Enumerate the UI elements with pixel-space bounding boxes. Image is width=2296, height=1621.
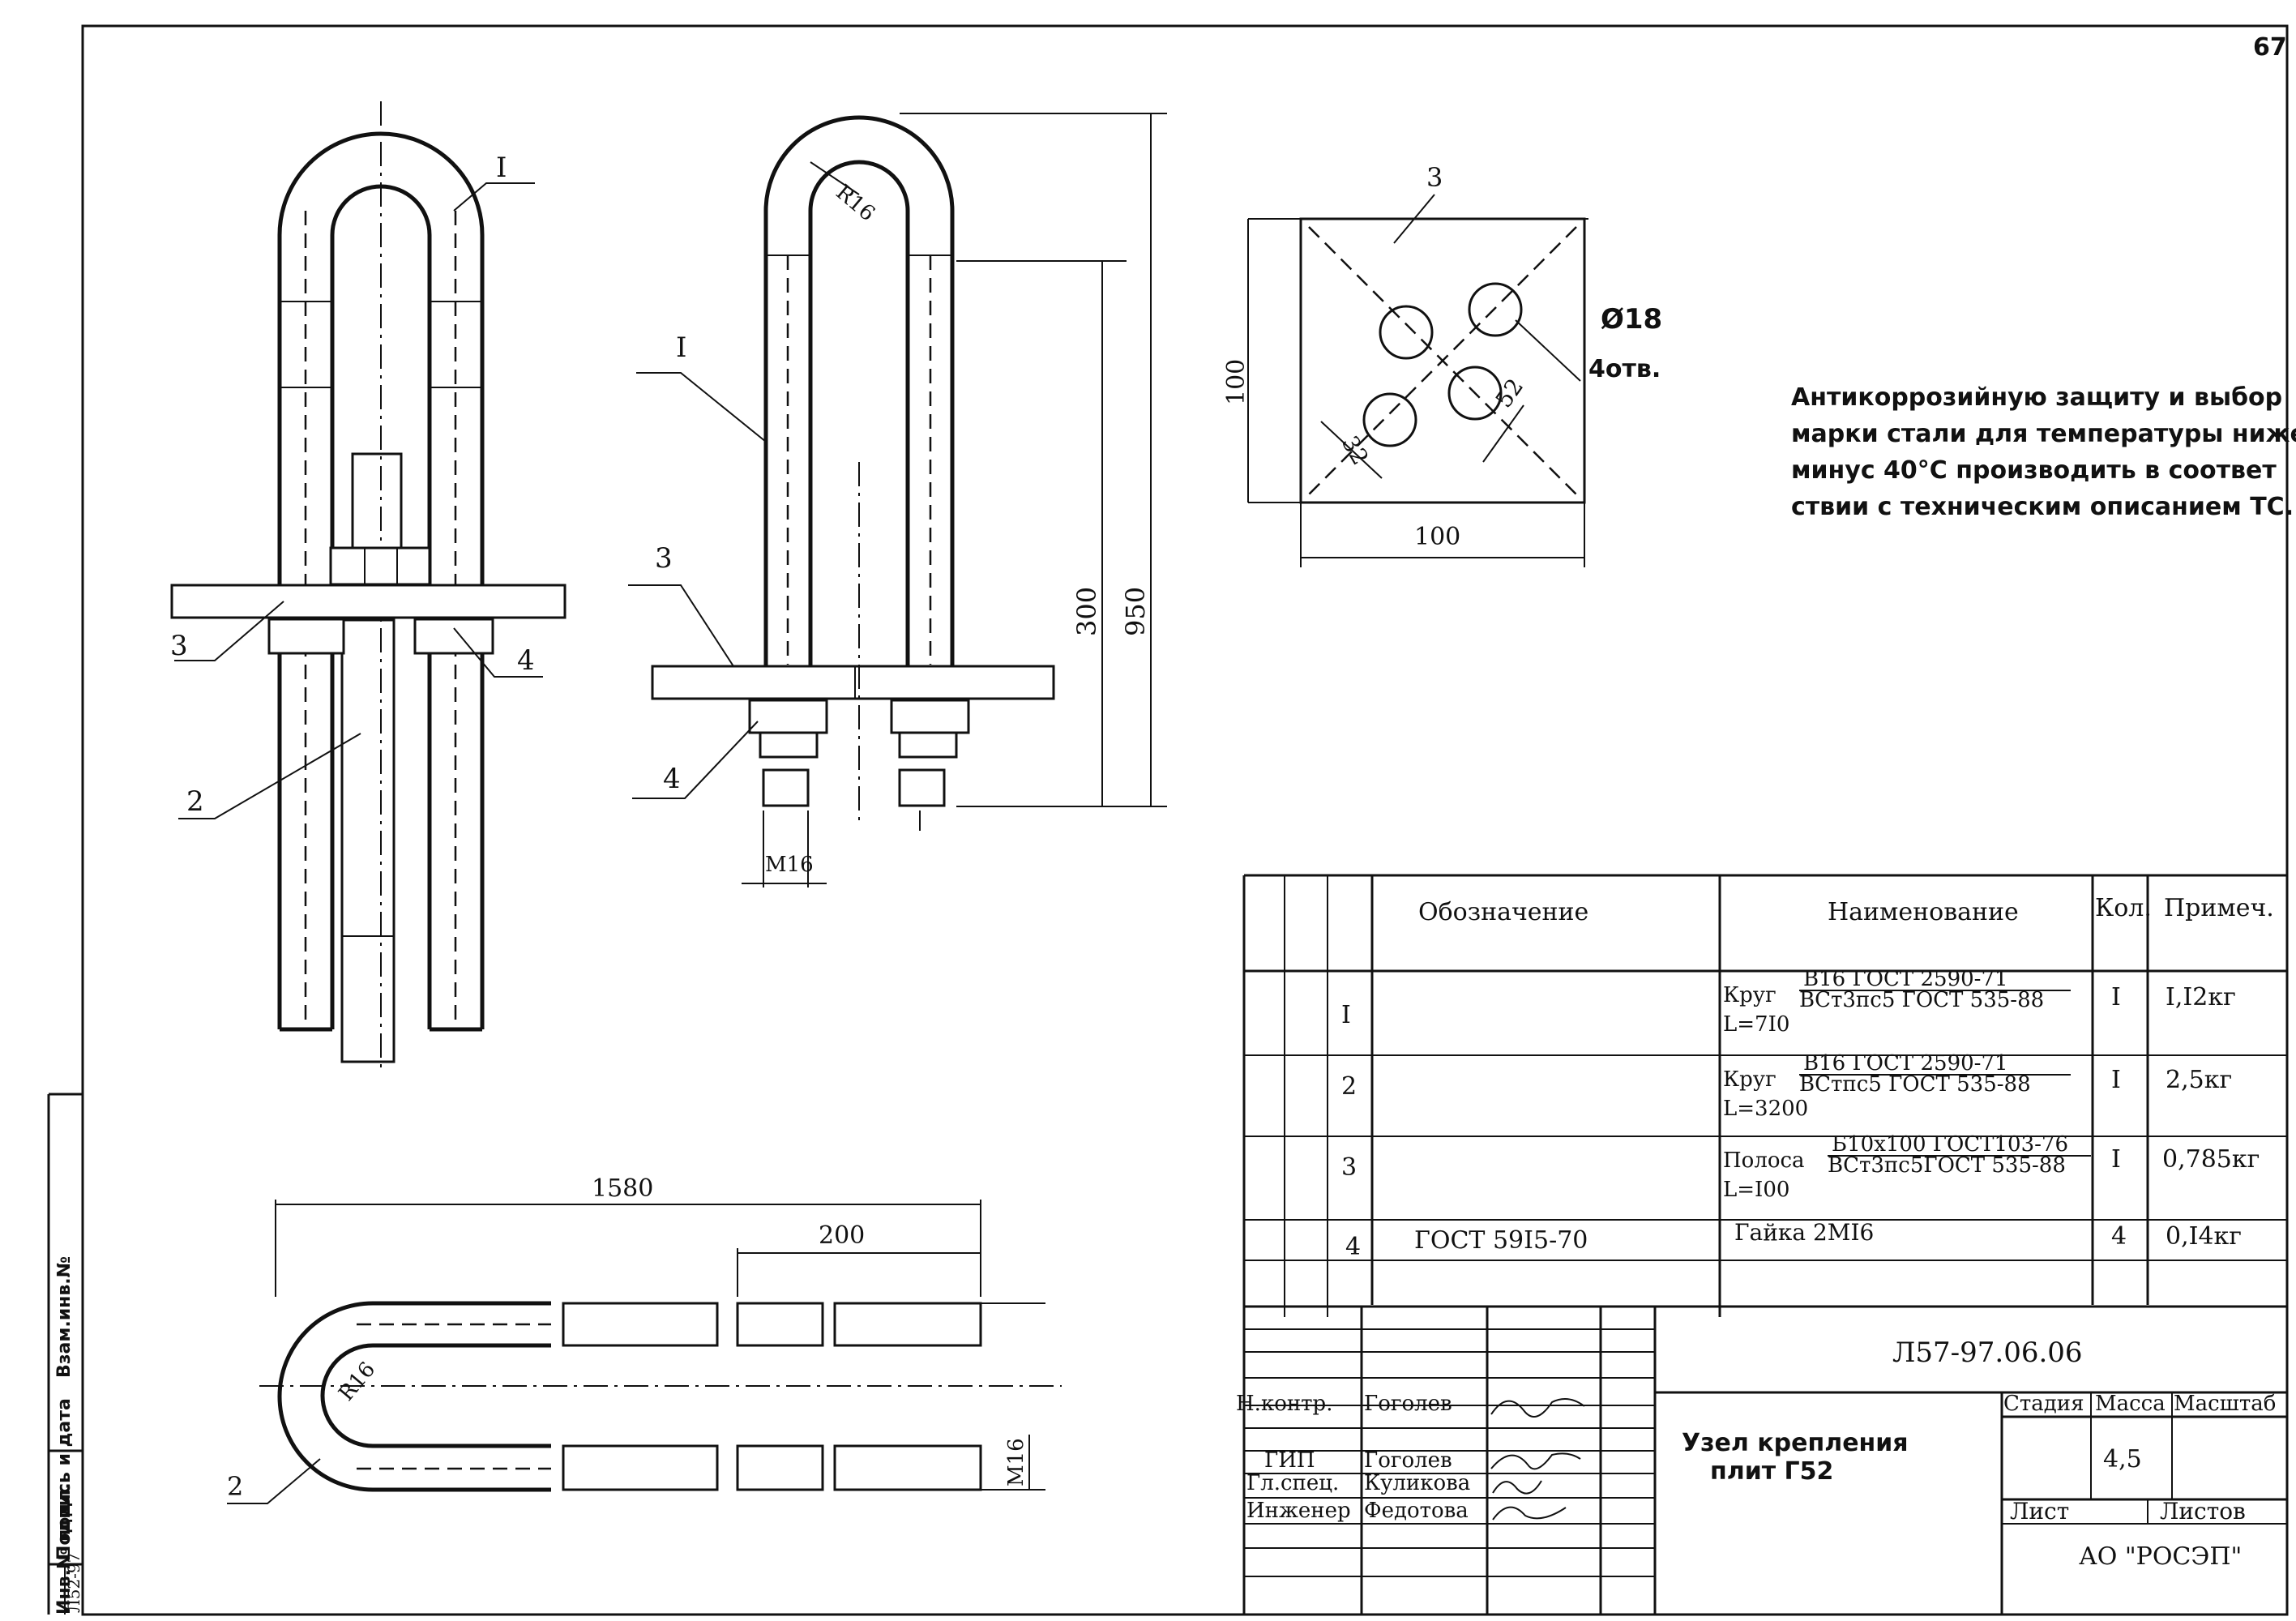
- drawing-code: Л57-97.06.06: [1892, 1337, 2083, 1369]
- person-name: Куликова: [1364, 1471, 1470, 1495]
- page-number: 67: [2253, 33, 2287, 62]
- plate-dim-height: 100: [1222, 359, 1251, 405]
- table-row-name-prefix: Круг: [1723, 983, 1777, 1007]
- spec-header-name: Наименование: [1828, 898, 2019, 926]
- table-row-name-bottom: ВСт3пс5 ГОСТ 535-88: [1799, 988, 2044, 1012]
- note-line-3: минус 40°С производить в соответ: [1791, 456, 2277, 485]
- table-row-length: L=7I0: [1723, 1012, 1789, 1037]
- bottom-thread: M16: [1004, 1438, 1028, 1486]
- table-row-name-bottom: ВСтпс5 ГОСТ 535-88: [1799, 1072, 2031, 1097]
- corrosion-note: Антикоррозийную защиту и выбор марки ста…: [1791, 383, 2296, 521]
- table-row-name-prefix: Круг: [1723, 1067, 1777, 1092]
- middle-pos-3: 3: [655, 542, 673, 575]
- plate-dim-width: 100: [1414, 523, 1460, 551]
- left-pos-1: I: [496, 152, 507, 184]
- bottom-bent-rod-view: 1580 200 R16 M16 2: [227, 1174, 1062, 1504]
- sheet-label: Лист: [2010, 1498, 2069, 1525]
- hole-dim-32: 32: [1336, 431, 1374, 469]
- plate-pos-3: 3: [1426, 162, 1443, 193]
- table-row-pos: 3: [1341, 1153, 1357, 1182]
- note-line-1: Антикоррозийную защиту и выбор: [1791, 383, 2282, 412]
- spec-header-designation: Обозначение: [1418, 898, 1588, 926]
- signature-3: [1492, 1480, 1542, 1495]
- sheets-label: Листов: [2160, 1498, 2246, 1525]
- spec-header-note: Примеч.: [2164, 894, 2274, 922]
- left-assembly-view: I 3 4 2: [170, 101, 567, 1070]
- signature-1: [1490, 1398, 1585, 1418]
- table-row-qty: I: [2111, 1145, 2121, 1174]
- left-pos-3: 3: [170, 630, 188, 662]
- table-row-pos: 4: [1345, 1233, 1361, 1261]
- stamp-col-1: Инв.№ подл.: [54, 1482, 75, 1615]
- table-row-note: 2,5кг: [2166, 1066, 2232, 1094]
- signature-2: [1490, 1452, 1581, 1470]
- role-label: ГИП: [1264, 1448, 1315, 1473]
- left-pos-4: 4: [517, 644, 535, 677]
- drawing-title-line1: Узел крепления: [1682, 1429, 1909, 1457]
- middle-side-view: R16 M16 300 950 I 3 4: [628, 113, 1167, 887]
- table-row-name-prefix: Гайка 2MI6: [1734, 1219, 1874, 1246]
- person-name: Гоголев: [1364, 1392, 1452, 1416]
- side-stamp: Инв.№ подл. Подпись и дата Взам.инв.№ Л5…: [47, 1093, 83, 1615]
- scale-label: Масштаб: [2174, 1392, 2276, 1416]
- outer-frame: [81, 24, 2289, 1616]
- spec-header-qty: Кол.: [2095, 894, 2152, 922]
- hole-count: 4отв.: [1588, 355, 1661, 383]
- note-line-4: ствии с техническим описанием ТС.: [1791, 493, 2294, 521]
- table-row-note: 0,785кг: [2162, 1145, 2260, 1174]
- stamp-col-3: Взам.инв.№: [54, 1256, 75, 1378]
- table-row-length: L=3200: [1723, 1097, 1808, 1121]
- table-row-name-prefix: Полоса: [1723, 1148, 1805, 1173]
- table-row-qty: I: [2111, 983, 2121, 1012]
- table-row-qty: 4: [2111, 1222, 2127, 1251]
- table-row-name-top: B16 ГОСТ 2590-71: [1803, 1051, 2008, 1076]
- plate-detail-view: 100 100 3 Ø18 4отв. 32 52: [1222, 162, 1662, 567]
- role-label: Инженер: [1246, 1499, 1351, 1523]
- drawing-title-line2: плит Г52: [1710, 1457, 1833, 1486]
- table-row-name-top: Б10х100 ГОСТ103-76: [1832, 1132, 2068, 1157]
- table-row-designation: ГОСТ 59I5-70: [1414, 1226, 1588, 1255]
- table-row-note: 0,I4кг: [2166, 1222, 2242, 1251]
- left-pos-2: 2: [186, 785, 204, 818]
- hole-diameter: Ø18: [1601, 303, 1662, 336]
- role-label: Гл.спец.: [1246, 1471, 1339, 1495]
- mass-value: 4,5: [2103, 1445, 2142, 1473]
- bottom-radius: R16: [334, 1358, 380, 1406]
- title-block: Л57-97.06.06 Узел крепления плит Г52 Ста…: [1236, 1307, 2287, 1615]
- role-label: Н.контр.: [1236, 1392, 1332, 1416]
- mass-label: Масса: [2095, 1392, 2166, 1416]
- table-row-length: L=I00: [1723, 1178, 1789, 1202]
- middle-pos-1: I: [676, 331, 686, 364]
- stamp-col-2: Подпись и дата: [54, 1398, 75, 1560]
- stamp-code: Л52-97: [64, 1553, 83, 1613]
- table-row-qty: I: [2111, 1066, 2121, 1094]
- table-row-name-top: B16 ГОСТ 2590-71: [1803, 967, 2008, 991]
- table-row-note: I,I2кг: [2166, 983, 2236, 1012]
- dim-300: 300: [1071, 587, 1102, 636]
- middle-radius: R16: [832, 180, 880, 226]
- note-line-2: марки стали для температуры ниже: [1791, 420, 2296, 448]
- table-row-pos: I: [1341, 1001, 1351, 1029]
- table-row-pos: 2: [1341, 1072, 1357, 1101]
- bottom-thread-len: 200: [819, 1221, 865, 1250]
- middle-thread: M16: [765, 853, 814, 877]
- person-name: Федотова: [1364, 1499, 1469, 1523]
- specification-table: Обозначение Наименование Кол. Примеч. I …: [1242, 874, 2287, 1615]
- bottom-pos-2: 2: [227, 1471, 243, 1502]
- stage-label: Стадия: [2003, 1392, 2084, 1416]
- organization: АО "РОСЭП": [2079, 1542, 2242, 1571]
- signature-4: [1492, 1506, 1567, 1520]
- dim-950: 950: [1120, 587, 1151, 636]
- table-row-name-bottom: ВСт3пс5ГОСТ 535-88: [1828, 1153, 2066, 1178]
- person-name: Гоголев: [1364, 1448, 1452, 1473]
- bottom-len: 1580: [592, 1174, 653, 1203]
- middle-pos-4: 4: [663, 763, 681, 795]
